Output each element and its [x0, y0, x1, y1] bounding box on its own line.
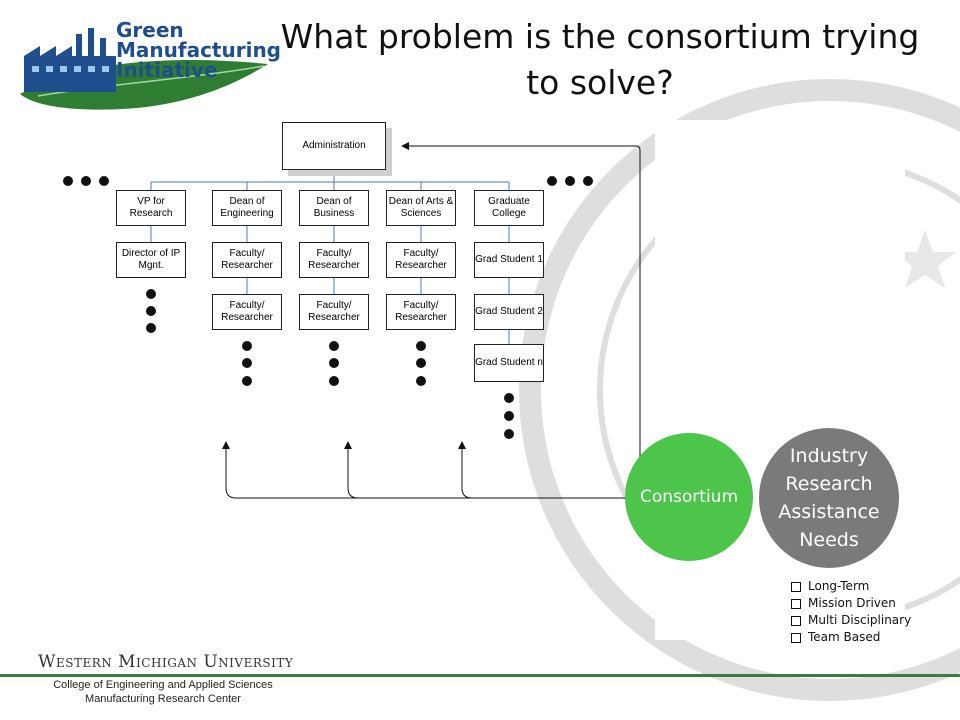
- logo-line-1: Green: [116, 18, 184, 42]
- head-graduate-college-box: Graduate College: [474, 190, 544, 226]
- grad-student-2-box: Grad Student 2: [474, 294, 544, 330]
- logo-line-3: Initiative: [116, 58, 218, 82]
- needs-item-long-term: Long-Term: [791, 578, 911, 595]
- footer-rule: [0, 674, 960, 677]
- college-info: College of Engineering and Applied Scien…: [38, 678, 288, 706]
- needs-item-label: Multi Disciplinary: [808, 613, 912, 627]
- faculty-engineering-1-box: Faculty/ Researcher: [212, 242, 282, 278]
- grad-student-n-box: Grad Student n: [474, 344, 544, 382]
- head-dean-arts-sciences-box: Dean of Arts & Sciences: [386, 190, 456, 226]
- slide-title: What problem is the consortium trying to…: [280, 17, 920, 102]
- college-line-1: College of Engineering and Applied Scien…: [53, 679, 273, 691]
- needs-item-team-based: Team Based: [791, 629, 911, 646]
- needs-item-multi-disciplinary: Multi Disciplinary: [791, 612, 911, 629]
- head-dean-business-box: Dean of Business: [299, 190, 369, 226]
- college-line-2: Manufacturing Research Center: [85, 693, 241, 705]
- faculty-arts-1-box: Faculty/ Researcher: [386, 242, 456, 278]
- director-ip-box: Director of IP Mgnt.: [116, 242, 186, 278]
- checkbox-icon: [791, 581, 801, 592]
- logo-text: Green Manufacturing Initiative: [116, 20, 281, 80]
- faculty-business-1-box: Faculty/ Researcher: [299, 242, 369, 278]
- logo: Green Manufacturing Initiative: [18, 14, 281, 114]
- needs-item-label: Long-Term: [808, 579, 870, 593]
- university-name: Western Michigan University: [38, 652, 293, 672]
- faculty-engineering-2-box: Faculty/ Researcher: [212, 294, 282, 330]
- logo-line-2: Manufacturing: [116, 38, 281, 62]
- checkbox-icon: [791, 632, 801, 643]
- checkbox-icon: [791, 598, 801, 609]
- administration-box: Administration: [282, 122, 386, 170]
- head-vp-research-box: VP for Research: [116, 190, 186, 226]
- needs-item-label: Team Based: [808, 630, 881, 644]
- faculty-arts-2-box: Faculty/ Researcher: [386, 294, 456, 330]
- needs-item-mission-driven: Mission Driven: [791, 595, 911, 612]
- university-name-text: Western Michigan University: [38, 652, 294, 672]
- needs-list: Long-Term Mission Driven Multi Disciplin…: [791, 578, 911, 646]
- factory-leaf-icon: [20, 28, 268, 110]
- consortium-circle: Consortium: [625, 433, 753, 561]
- needs-item-label: Mission Driven: [808, 596, 896, 610]
- faculty-business-2-box: Faculty/ Researcher: [299, 294, 369, 330]
- checkbox-icon: [791, 615, 801, 626]
- head-dean-engineering-box: Dean of Engineering: [212, 190, 282, 226]
- grad-student-1-box: Grad Student 1: [474, 242, 544, 278]
- industry-needs-circle: Industry Research Assistance Needs: [759, 428, 899, 568]
